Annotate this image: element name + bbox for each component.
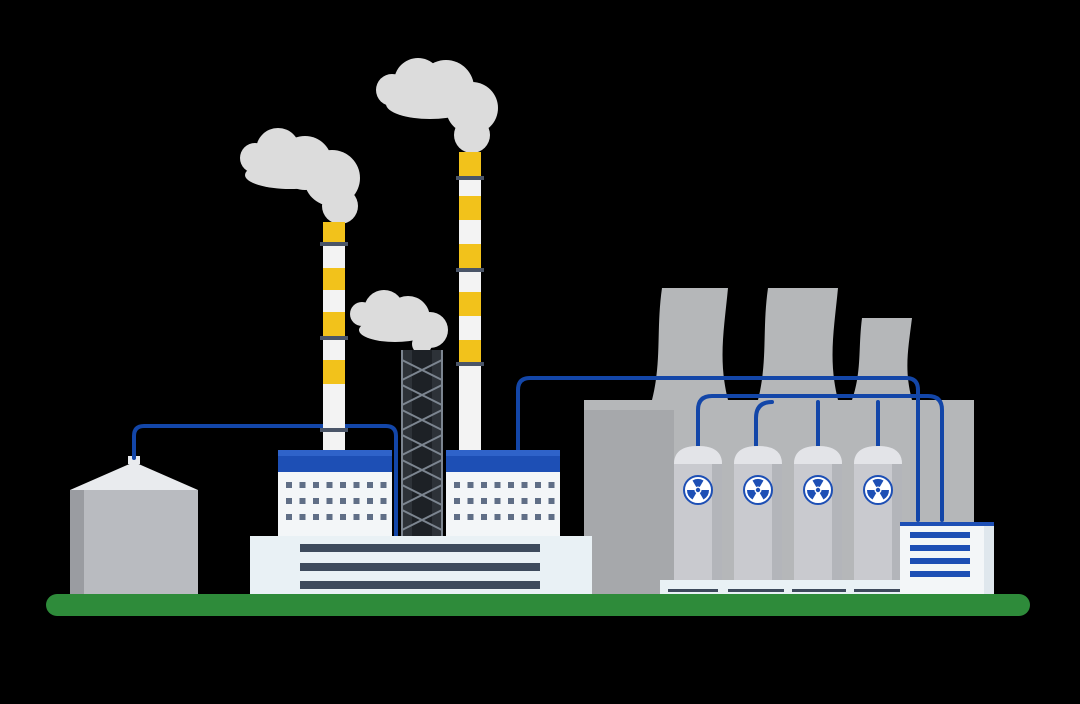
window	[286, 498, 292, 504]
control-building	[900, 522, 994, 594]
cooling-tower-3	[852, 318, 912, 400]
pipes	[132, 376, 944, 542]
window	[548, 498, 555, 504]
window	[535, 514, 541, 520]
window	[326, 482, 333, 488]
window	[494, 498, 501, 504]
chimney-left	[320, 222, 348, 452]
reactor-tank-3	[794, 446, 842, 580]
cooling-tower-2	[758, 288, 838, 400]
window-grid-right	[454, 482, 555, 520]
power-house	[250, 450, 592, 594]
window	[367, 498, 373, 504]
pipe-reactor-manifold	[696, 394, 944, 522]
ground-strip	[46, 594, 1030, 616]
window	[313, 514, 319, 520]
window	[340, 498, 346, 504]
window	[494, 514, 501, 520]
window	[353, 482, 360, 488]
window	[326, 514, 333, 520]
cooling-tower-1	[652, 288, 728, 400]
window	[299, 514, 306, 520]
window	[380, 498, 387, 504]
window	[467, 514, 474, 520]
window	[481, 514, 487, 520]
reactor-tank-2	[734, 446, 782, 580]
window	[548, 482, 555, 488]
window	[340, 514, 346, 520]
window	[454, 514, 460, 520]
window	[535, 482, 541, 488]
window	[481, 482, 487, 488]
window	[367, 514, 373, 520]
radiation-icon	[683, 475, 713, 505]
pipe-house-to-reactors	[516, 376, 920, 522]
radiation-icon	[863, 475, 893, 505]
window	[467, 482, 474, 488]
background-plant-shade	[584, 410, 674, 594]
chimney-tall	[456, 152, 484, 452]
smoke-left	[240, 128, 360, 224]
window	[380, 482, 387, 488]
window	[467, 498, 474, 504]
house-right-block	[446, 470, 560, 536]
storage-tank	[70, 456, 198, 594]
window	[508, 498, 514, 504]
window	[353, 514, 360, 520]
window	[353, 498, 360, 504]
window	[521, 498, 528, 504]
chimney-lattice	[401, 350, 443, 540]
window	[548, 514, 555, 520]
window	[521, 514, 528, 520]
smoke-lattice	[350, 290, 448, 354]
window	[299, 482, 306, 488]
pipe-reactor-top	[754, 400, 880, 448]
radiation-icon	[743, 475, 773, 505]
reactor-tank-4	[854, 446, 902, 580]
window	[454, 482, 460, 488]
pipe-tank-to-house	[132, 424, 398, 542]
house-vents	[300, 544, 540, 589]
window	[299, 498, 306, 504]
window	[521, 482, 528, 488]
smoke-tall	[376, 58, 498, 153]
reactor-platform	[660, 580, 912, 594]
window	[481, 498, 487, 504]
window-grid-left	[286, 482, 387, 520]
window	[286, 514, 292, 520]
window	[367, 482, 373, 488]
window	[508, 514, 514, 520]
window	[535, 498, 541, 504]
smoke-clouds	[240, 58, 498, 354]
window	[313, 498, 319, 504]
window	[508, 482, 514, 488]
window	[340, 482, 346, 488]
reactor-tank-1	[674, 446, 722, 580]
window	[494, 482, 501, 488]
window	[286, 482, 292, 488]
window	[454, 498, 460, 504]
radiation-icon	[803, 475, 833, 505]
window	[326, 498, 333, 504]
window	[313, 482, 319, 488]
window	[380, 514, 387, 520]
reactor-tanks	[674, 446, 902, 580]
house-left-block	[278, 470, 392, 536]
